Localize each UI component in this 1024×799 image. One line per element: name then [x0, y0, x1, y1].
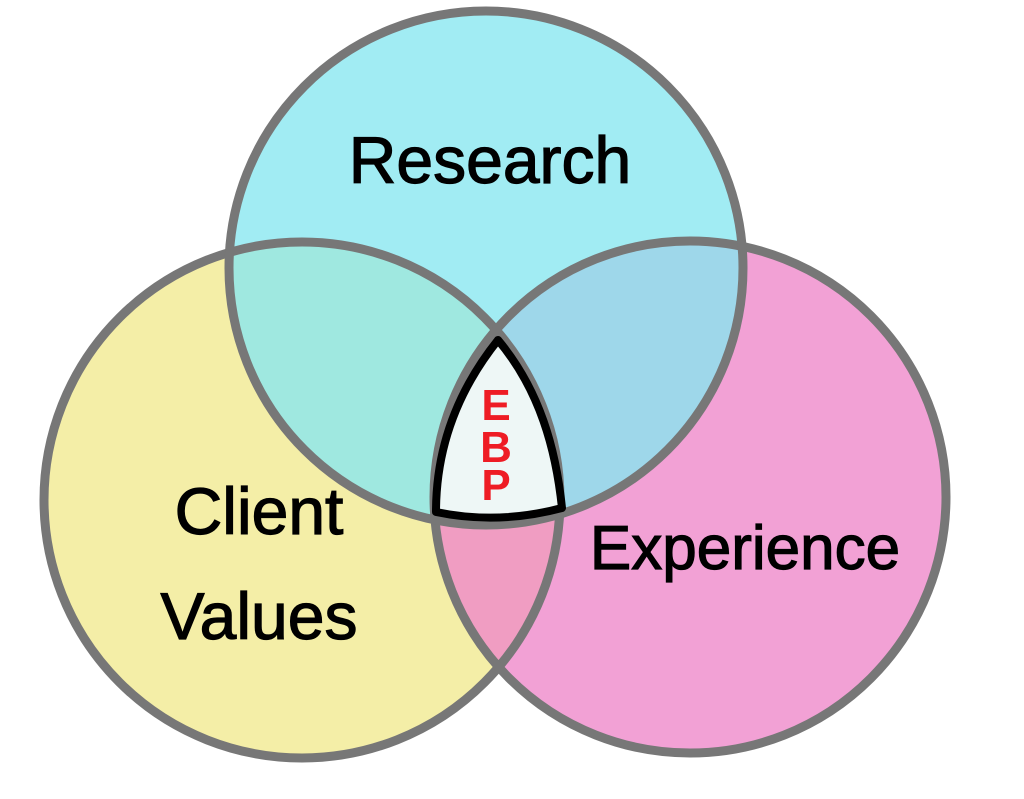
ebp-letter-e: E: [481, 381, 510, 430]
research-label: Research: [349, 123, 631, 197]
ebp-letter-b: B: [480, 423, 512, 472]
circle-fills: [44, 11, 946, 758]
research-outline: [224, 6, 748, 530]
client-values-label-line-2: Values: [161, 579, 358, 653]
experience-label: Experience: [590, 514, 900, 583]
client-values-label-line-1: Client: [175, 474, 344, 548]
ebp-intersection-shape: [432, 336, 566, 522]
research-circle: [229, 11, 743, 525]
ebp-letter-p: P: [481, 461, 510, 510]
